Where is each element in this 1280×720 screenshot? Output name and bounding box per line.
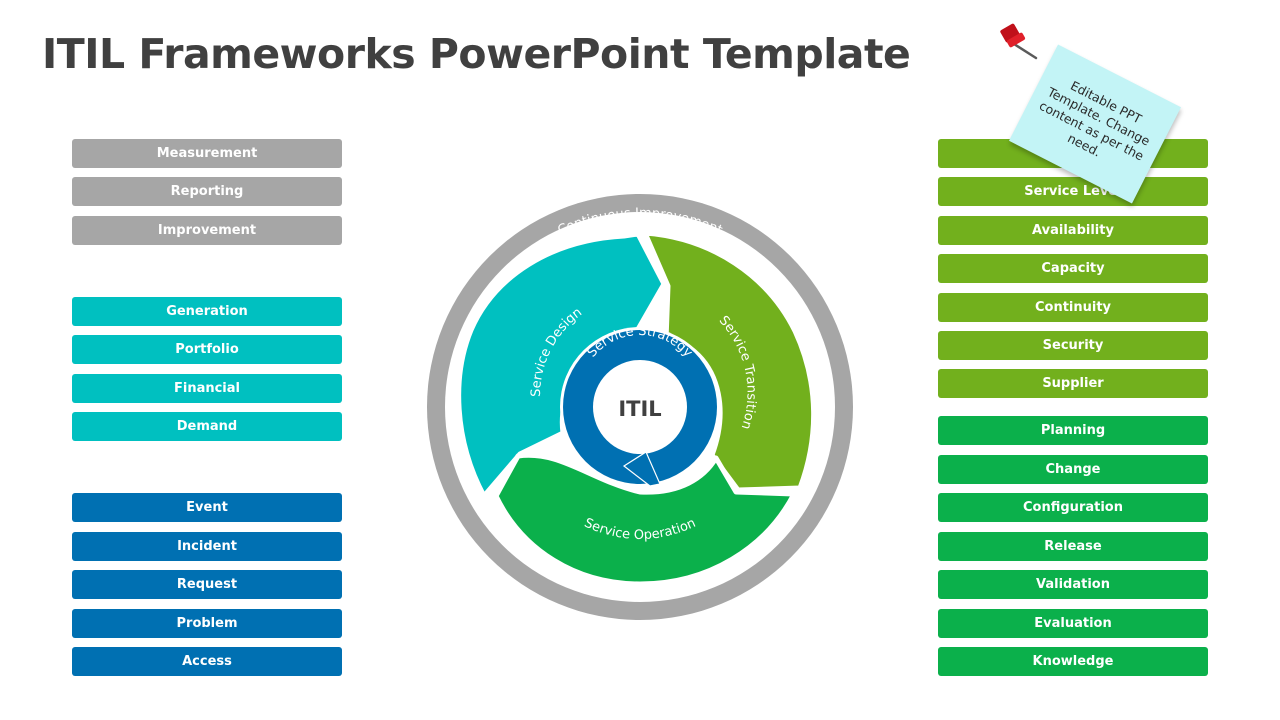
configuration-box[interactable]: Configuration (938, 493, 1208, 522)
availability-box[interactable]: Availability (938, 216, 1208, 245)
incident-box[interactable]: Incident (72, 532, 342, 561)
change-box[interactable]: Change (938, 455, 1208, 484)
generation-box[interactable]: Generation (72, 297, 342, 326)
service-operation-segment[interactable] (493, 452, 797, 587)
security-box[interactable]: Security (938, 331, 1208, 360)
request-box[interactable]: Request (72, 570, 342, 599)
service-level-box[interactable]: Service Level (938, 177, 1208, 206)
continuity-box[interactable]: Continuity (938, 293, 1208, 322)
reporting-box[interactable]: Reporting (72, 177, 342, 206)
push-pin-icon (1000, 23, 1038, 60)
portfolio-box[interactable]: Portfolio (72, 335, 342, 364)
knowledge-box[interactable]: Knowledge (938, 647, 1208, 676)
validation-box[interactable]: Validation (938, 570, 1208, 599)
capacity-box[interactable]: Capacity (938, 254, 1208, 283)
supplier-box[interactable]: Supplier (938, 369, 1208, 398)
problem-box[interactable]: Problem (72, 609, 342, 638)
page-title: ITIL Frameworks PowerPoint Template (42, 30, 911, 78)
improvement-box[interactable]: Improvement (72, 216, 342, 245)
evaluation-box[interactable]: Evaluation (938, 609, 1208, 638)
measurement-box[interactable]: Measurement (72, 139, 342, 168)
demand-box[interactable]: Demand (72, 412, 342, 441)
access-box[interactable]: Access (72, 647, 342, 676)
release-box[interactable]: Release (938, 532, 1208, 561)
itil-center-label: ITIL (618, 397, 661, 421)
planning-box[interactable]: Planning (938, 416, 1208, 445)
financial-box[interactable]: Financial (72, 374, 342, 403)
itil-center (593, 360, 687, 454)
event-box[interactable]: Event (72, 493, 342, 522)
strategy-arrow-icon (622, 451, 661, 487)
